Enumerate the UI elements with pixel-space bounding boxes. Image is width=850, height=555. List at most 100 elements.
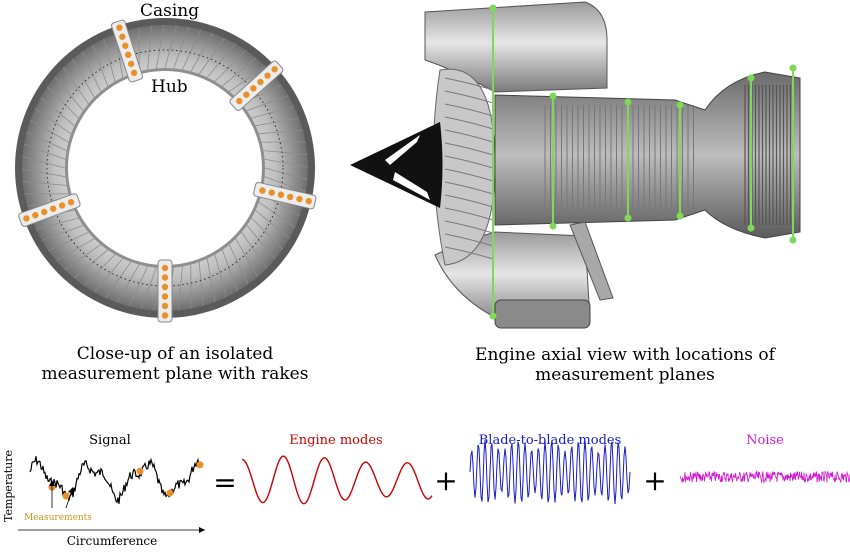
blade-line: [23, 143, 66, 160]
measurement-point: [136, 467, 144, 475]
fan-blade-line: [444, 233, 494, 247]
blade-line: [221, 249, 238, 292]
fan-blade-line: [444, 181, 494, 195]
blade-line: [22, 181, 67, 186]
blade-line: [251, 106, 295, 119]
rake-probe: [161, 264, 169, 272]
blade-line: [26, 131, 67, 151]
measurement-arrowhead-1: [49, 480, 55, 486]
blade-lines: [21, 24, 309, 312]
blade-line: [35, 217, 79, 230]
blade-line: [255, 117, 300, 127]
plane-endpoint: [747, 74, 755, 82]
blade-line: [147, 25, 152, 70]
rake-probe: [127, 60, 135, 68]
measurement-point: [62, 492, 70, 500]
blade-line: [222, 57, 257, 87]
blade-line: [246, 95, 289, 112]
blade-line: [164, 25, 177, 69]
plane-endpoint: [747, 224, 755, 232]
blade-line: [40, 97, 75, 127]
fan-blade-line: [444, 155, 494, 169]
compressor-stage-lines: [544, 85, 792, 225]
signal-curve: [29, 456, 201, 504]
rake: [157, 259, 173, 323]
blade-line: [155, 24, 165, 69]
blade-line: [62, 67, 89, 104]
casing-label: Casing: [140, 1, 200, 21]
blade-line: [73, 249, 108, 279]
engine-caption-line2: measurement planes: [535, 365, 715, 385]
rake-probe: [296, 195, 303, 203]
measurement-point: [196, 461, 204, 469]
rake-probe: [268, 189, 275, 196]
x-axis-arrowhead: [199, 527, 205, 533]
rake: [253, 181, 317, 210]
spinner-cone: [350, 122, 443, 208]
noise-title: Noise: [746, 433, 784, 448]
blade-line: [214, 49, 247, 82]
fan-blade-line: [444, 103, 494, 117]
blade-line: [22, 156, 66, 169]
blade-line: [116, 264, 140, 303]
equals-symbol: =: [213, 466, 236, 499]
blade-line: [264, 176, 307, 193]
hub-hole: [68, 71, 262, 265]
x-axis-label: Circumference: [67, 534, 158, 548]
rake-probe: [161, 312, 169, 319]
rake-body: [253, 181, 317, 210]
blade-line: [71, 58, 95, 98]
signal-decomposition: Signal Engine modes Blade-to-blade modes…: [2, 433, 850, 548]
measurement-arrowhead-2: [68, 487, 74, 494]
fan-blade-line: [444, 142, 494, 156]
engine-modes-curve: [241, 455, 433, 505]
blade-line: [228, 244, 249, 285]
plus-symbol-2: +: [643, 464, 666, 497]
rake-probe: [67, 199, 75, 206]
blade-line: [64, 244, 101, 271]
fan-blade-line: [444, 168, 494, 182]
rake-probe: [49, 205, 57, 212]
rake-probe: [259, 187, 266, 194]
blade-line: [178, 266, 183, 311]
rake: [18, 193, 81, 227]
rake-probe: [305, 197, 312, 205]
fan-blade-line: [444, 246, 494, 260]
measurement-planes: [489, 4, 797, 320]
measurement-point: [166, 489, 174, 497]
blade-line: [83, 254, 116, 287]
plane-endpoint: [489, 4, 497, 12]
blade-line: [246, 225, 276, 260]
rake-probe: [161, 283, 169, 291]
rake-probe: [58, 202, 66, 209]
rake-probe: [23, 215, 30, 222]
blade-line: [21, 168, 66, 178]
blade-line: [206, 43, 236, 78]
blade-line: [198, 261, 204, 306]
rake-probe: [257, 78, 264, 86]
rake: [229, 60, 284, 111]
rake-probe: [130, 69, 138, 77]
plus-symbol-1: +: [434, 464, 457, 497]
nacelle-upper: [424, 1, 608, 93]
blade-modes-title: Blade-to-blade modes: [479, 433, 622, 448]
blade-line: [190, 33, 214, 72]
rakes: [18, 19, 317, 323]
blade-line: [30, 119, 69, 143]
plane-endpoint: [624, 214, 632, 222]
rake-probe: [161, 293, 169, 300]
rake-body: [157, 259, 173, 323]
plane-endpoint: [489, 312, 497, 320]
ring-caption-line2: measurement plane with rakes: [41, 364, 309, 384]
engine-caption-line1: Engine axial view with locations of: [475, 345, 775, 365]
fan-blade-line: [444, 194, 494, 208]
noise-curve: [679, 470, 850, 484]
blade-line: [81, 51, 102, 92]
fan-blade-line: [444, 129, 494, 143]
rake-body: [18, 193, 81, 227]
measurements-label: Measurements: [24, 513, 92, 523]
blade-line: [92, 44, 109, 87]
engine-core: [494, 71, 801, 239]
ring-caption: Close-up of an isolated measurement plan…: [10, 344, 340, 384]
rake-probe: [236, 97, 243, 105]
